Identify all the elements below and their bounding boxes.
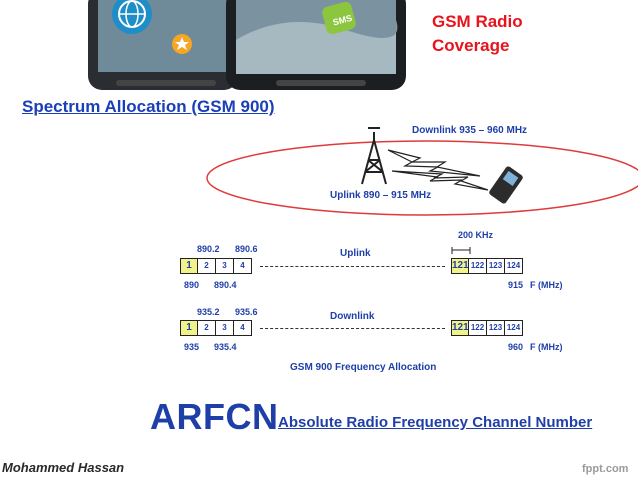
uplink-channel-cell: 4 [233, 258, 252, 274]
downlink-top-left-freq: 935.2 [197, 307, 220, 317]
uplink-channel-cell: 123 [486, 258, 505, 274]
uplink-unit: F (MHz) [530, 280, 563, 290]
uplink-coverage-label: Uplink 890 – 915 MHz [330, 190, 432, 201]
uplink-channel-cell: 3 [215, 258, 234, 274]
downlink-dashed-gap [260, 328, 445, 329]
downlink-band-label: Downlink [330, 311, 375, 322]
brand-watermark: fppt.com [582, 463, 629, 475]
page-title: GSM Radio Coverage [432, 10, 523, 58]
uplink-dashed-gap [260, 266, 445, 267]
sms-icon: SMS [322, 1, 356, 35]
uplink-signal-arrow [391, 170, 489, 191]
downlink-channel-cell: 122 [468, 320, 487, 336]
downlink-channel-cell: 3 [215, 320, 234, 336]
arfcn-acronym: ARFCN [150, 396, 279, 437]
allocation-caption: GSM 900 Frequency Allocation [290, 362, 437, 373]
downlink-end-freq: 960 [508, 342, 524, 352]
phones-image: SMS [86, 0, 406, 92]
uplink-channel-cell: 121 [451, 258, 469, 274]
uplink-top-left-freq: 890.2 [197, 244, 220, 254]
title-line-1: GSM Radio [432, 12, 523, 31]
downlink-channel-strip: 1 2 3 4 121 122 123 124 [180, 320, 523, 336]
uplink-channel-cell: 124 [504, 258, 523, 274]
uplink-band-label: Uplink [340, 248, 371, 259]
arfcn-definition: Absolute Radio Frequency Channel Number [278, 414, 593, 431]
downlink-channel-cell: 4 [233, 320, 252, 336]
globe-icon [112, 0, 152, 34]
coverage-ellipse [206, 140, 638, 216]
uplink-mid-freq: 890.4 [214, 280, 237, 290]
downlink-channel-cell: 124 [504, 320, 523, 336]
downlink-unit: F (MHz) [530, 342, 563, 352]
downlink-top-right-freq: 935.6 [235, 307, 258, 317]
author-signature: Mohammed Hassan [2, 460, 125, 475]
downlink-start-freq: 935 [184, 342, 200, 352]
downlink-channel-cell: 123 [486, 320, 505, 336]
title-line-2: Coverage [432, 36, 510, 55]
uplink-start-freq: 890 [184, 280, 200, 290]
uplink-top-right-freq: 890.6 [235, 244, 258, 254]
downlink-signal-arrow [387, 149, 481, 177]
downlink-coverage-label: Downlink 935 – 960 MHz [412, 125, 528, 136]
downlink-channel-cell: 2 [197, 320, 216, 336]
downlink-channel-cell: 1 [180, 320, 198, 336]
uplink-channel-strip: 1 2 3 4 121 122 123 124 [180, 258, 523, 274]
sms-label: SMS [332, 13, 353, 28]
tower-icon [361, 127, 387, 185]
downlink-channel-cell: 121 [451, 320, 469, 336]
uplink-channel-cell: 1 [180, 258, 198, 274]
star-app-icon [172, 34, 192, 54]
uplink-channel-cell: 122 [468, 258, 487, 274]
uplink-end-freq: 915 [508, 280, 524, 290]
channel-spacing-label: 200 KHz [458, 230, 494, 240]
downlink-mid-freq: 935.4 [214, 342, 237, 352]
mobile-phone-icon [489, 166, 523, 204]
section-subtitle: Spectrum Allocation (GSM 900) [22, 97, 275, 116]
uplink-channel-cell: 2 [197, 258, 216, 274]
